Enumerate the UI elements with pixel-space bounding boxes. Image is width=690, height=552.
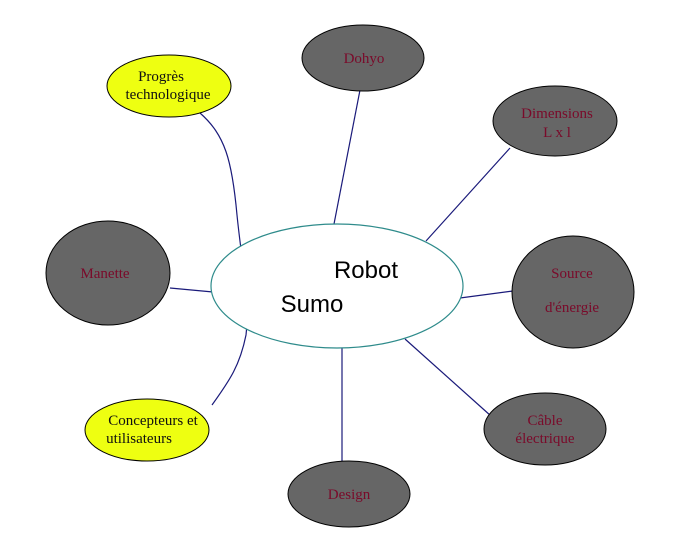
node-source-label-line1: Source — [551, 266, 593, 282]
node-dimensions: Dimensions L x l — [492, 85, 618, 157]
node-dohyo: Dohyo — [301, 24, 425, 92]
central-node-label-line1: Robot — [334, 257, 398, 284]
node-dohyo-label: Dohyo — [344, 51, 385, 67]
central-node-label-line2: Sumo — [281, 291, 344, 318]
central-node: Robot Sumo — [210, 223, 464, 349]
node-concepteurs-shape — [84, 398, 210, 462]
node-concepteurs-label-line2: utilisateurs — [106, 431, 172, 447]
node-source-label-line2: d'énergie — [545, 300, 599, 316]
node-progres-shape — [106, 54, 232, 118]
node-progres: Progrès technologique — [106, 54, 232, 118]
node-cable-label-line2: électrique — [515, 431, 574, 447]
node-cable-label-line1: Câble — [528, 413, 563, 429]
node-source-shape — [511, 235, 635, 349]
node-design-label: Design — [328, 487, 371, 503]
node-progres-label-line1: Progrès — [138, 69, 184, 85]
connector-source — [459, 290, 514, 299]
node-dohyo-shape — [301, 24, 425, 92]
node-cable: Câble électrique — [483, 392, 607, 466]
node-dimensions-label-line2: L x l — [543, 125, 571, 141]
node-manette-shape — [45, 220, 171, 326]
node-manette: Manette — [45, 220, 171, 326]
node-source: Source d'énergie — [511, 235, 635, 349]
node-concepteurs-label-line1: Concepteurs et — [108, 413, 198, 429]
node-design: Design — [287, 460, 411, 528]
node-concepteurs: Concepteurs et utilisateurs — [84, 398, 210, 462]
central-node-shape — [210, 223, 464, 349]
node-cable-shape — [483, 392, 607, 466]
node-dimensions-shape — [492, 85, 618, 157]
node-dimensions-label-line1: Dimensions — [521, 106, 593, 122]
connector-manette — [169, 287, 214, 293]
connector-cable — [404, 338, 492, 417]
node-progres-label-line2: technologique — [126, 87, 211, 103]
node-design-shape — [287, 460, 411, 528]
node-manette-label: Manette — [80, 266, 129, 282]
connector-dohyo — [333, 89, 361, 225]
connector-dimensions — [425, 147, 511, 242]
